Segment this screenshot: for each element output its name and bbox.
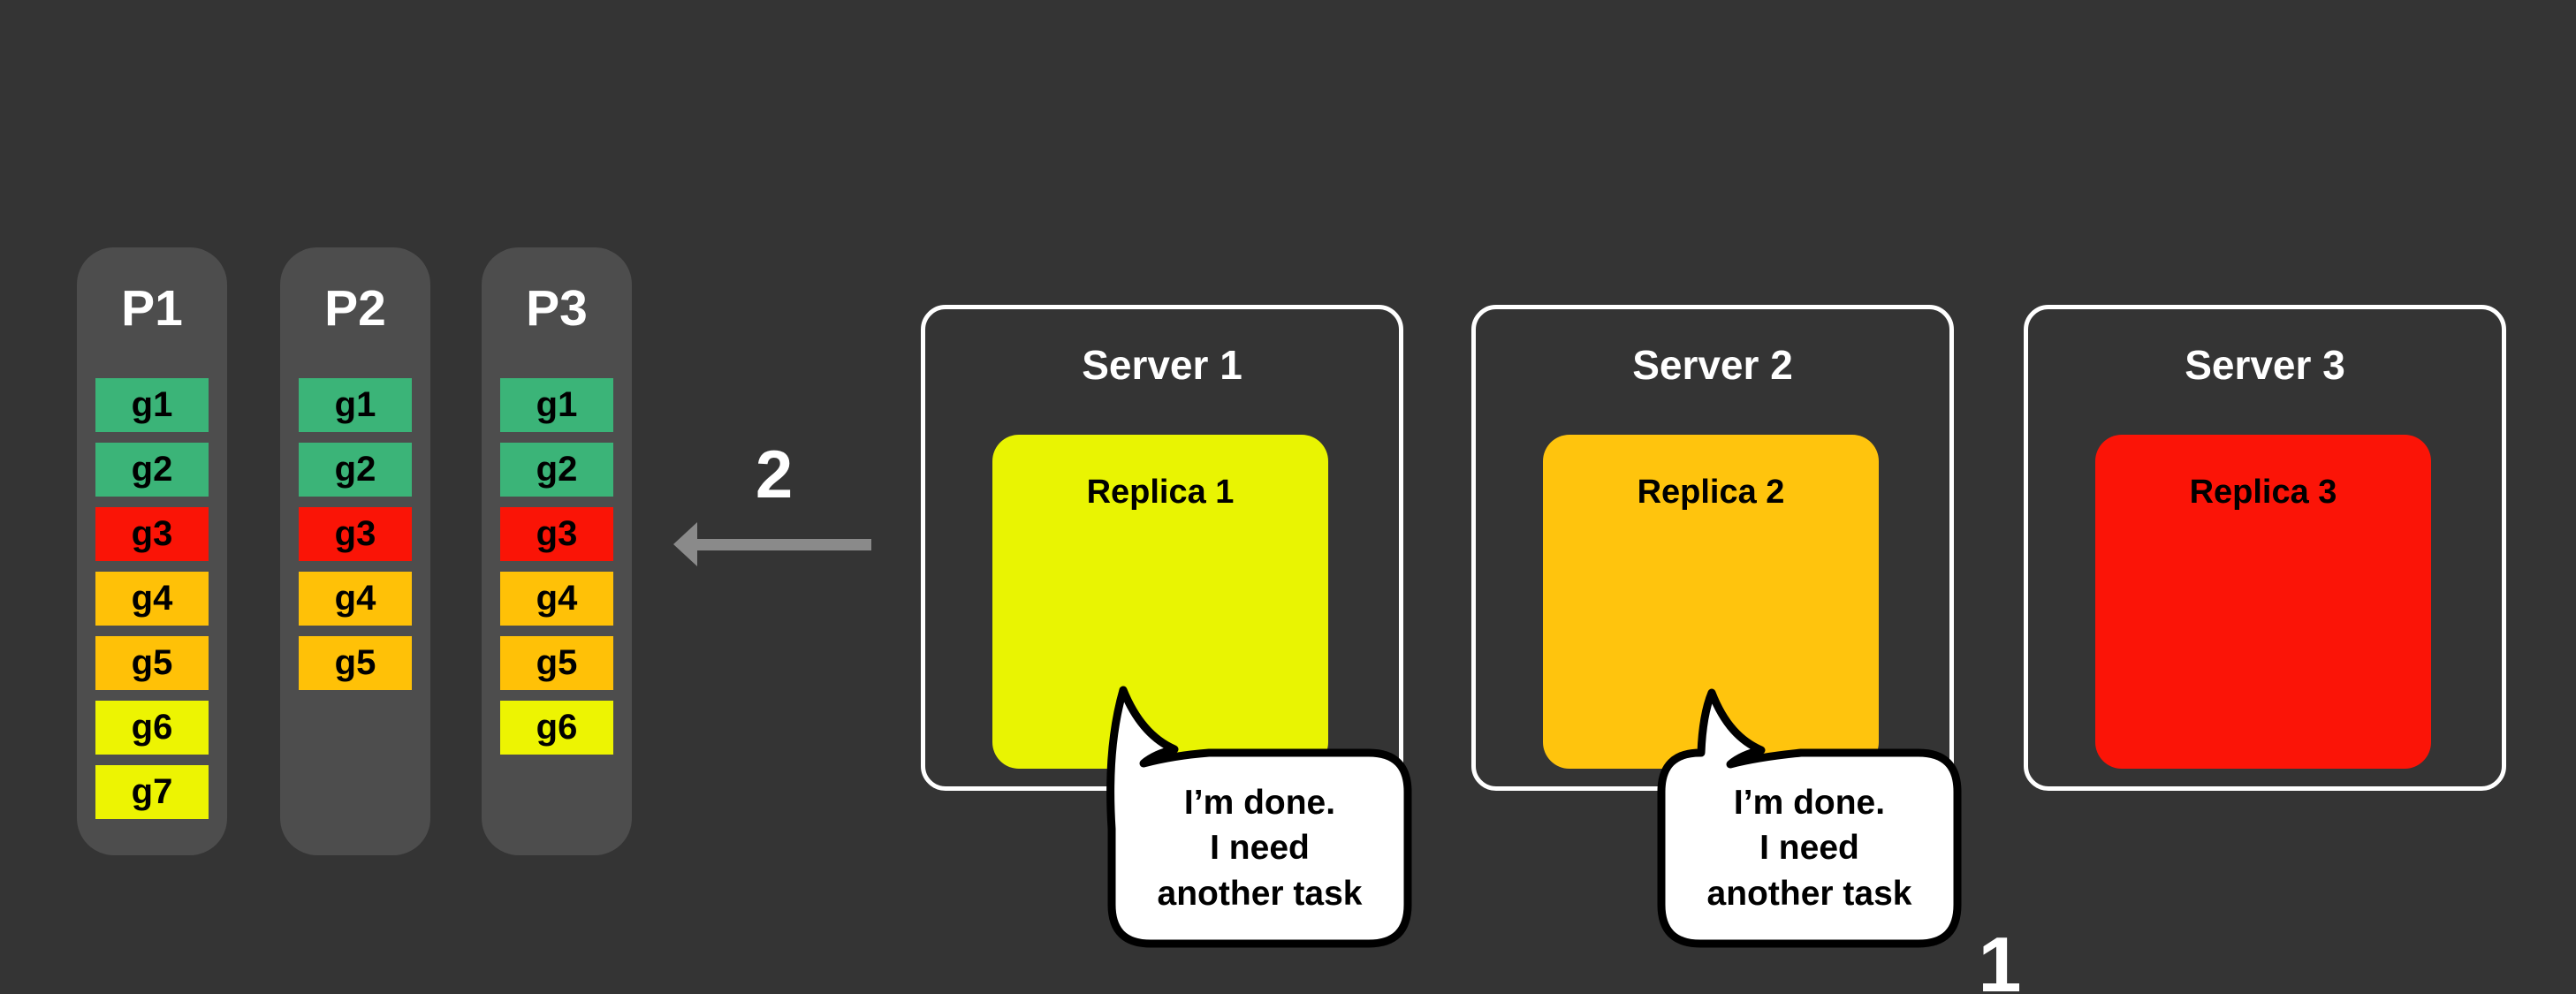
bubble-line: I need [1759,829,1859,868]
task-cell: g2 [500,443,613,497]
bubble-line: another task [1706,874,1912,913]
task-cell: g1 [500,378,613,432]
arrow-shaft [693,539,871,550]
task-cell: g4 [299,572,412,626]
task-cell: g3 [299,507,412,561]
task-cell: g7 [95,765,209,819]
server-3-box: Server 3 Replica 3 [2024,305,2506,791]
task-cell: g6 [500,701,613,755]
partition-p1-title: P1 [121,280,183,337]
task-cell: g5 [299,636,412,690]
arrow-left-icon [673,522,871,566]
speech-bubble-1-text: I’m done. I need another task [1112,753,1408,944]
task-cell: g4 [95,572,209,626]
replica-3-card: Replica 3 [2095,435,2431,769]
replica-3-title: Replica 3 [2189,474,2337,511]
server-2-box: Server 2 Replica 2 [1471,305,1954,791]
bubble-line: I’m done. [1733,783,1886,822]
task-cell: g4 [500,572,613,626]
partition-p3: P3 g1 g2 g3 g4 g5 g6 [482,247,632,855]
server-1-title: Server 1 [1082,342,1242,388]
task-cell: g3 [500,507,613,561]
replica-2-title: Replica 2 [1637,474,1785,511]
task-cell: g5 [95,636,209,690]
partition-p2-cells: g1 g2 g3 g4 g5 [299,378,412,690]
speech-bubble-2-text: I’m done. I need another task [1661,753,1957,944]
replica-1-card: Replica 1 [992,435,1328,769]
server-3-title: Server 3 [2185,342,2345,388]
partition-p1: P1 g1 g2 g3 g4 g5 g6 g7 [77,247,227,855]
task-cell: g2 [95,443,209,497]
partition-p3-cells: g1 g2 g3 g4 g5 g6 [500,378,613,755]
task-cell: g6 [95,701,209,755]
replica-2-card: Replica 2 [1543,435,1879,769]
server-2-title: Server 2 [1632,342,1793,388]
server-1-box: Server 1 Replica 1 [921,305,1403,791]
bubble-line: I’m done. [1183,783,1336,822]
arrow-head [673,522,697,566]
replica-1-title: Replica 1 [1086,474,1235,511]
partition-p1-cells: g1 g2 g3 g4 g5 g6 g7 [95,378,209,819]
bubble-line: I need [1210,829,1310,868]
partition-p3-title: P3 [526,280,588,337]
partition-p2-title: P2 [324,280,386,337]
bubble-line: another task [1157,874,1363,913]
task-cell: g3 [95,507,209,561]
task-cell: g5 [500,636,613,690]
task-cell: g2 [299,443,412,497]
step-2-label: 2 [755,437,794,512]
step-1-label: 1 [1978,921,2022,994]
partition-p2: P2 g1 g2 g3 g4 g5 [280,247,430,855]
task-cell: g1 [95,378,209,432]
task-cell: g1 [299,378,412,432]
